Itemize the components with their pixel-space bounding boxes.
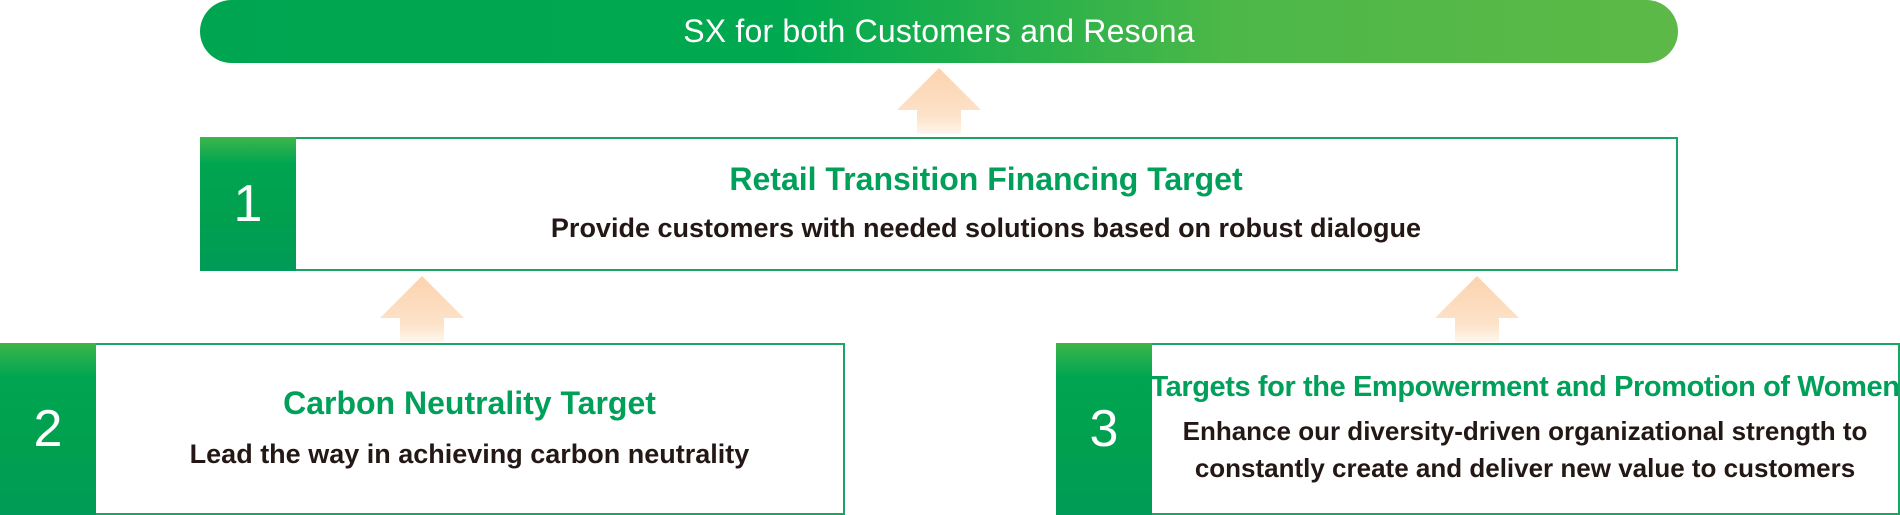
target-content: Targets for the Empowerment and Promotio… [1150, 345, 1900, 513]
target-number: 2 [33, 400, 63, 458]
target-description-line-1: Enhance our diversity-driven organizatio… [1182, 415, 1868, 446]
arrow-up-icon [380, 276, 464, 342]
target-content: Retail Transition Financing Target Provi… [296, 139, 1676, 269]
target-box-retail-transition: 1 Retail Transition Financing Target Pro… [200, 137, 1678, 271]
target-number-tab: 3 [1056, 343, 1152, 515]
target-title: Carbon Neutrality Target [283, 384, 656, 421]
target-number: 1 [233, 175, 263, 233]
target-description: Provide customers with needed solutions … [550, 213, 1422, 244]
target-title: Targets for the Empowerment and Promotio… [1150, 370, 1900, 403]
target-number: 3 [1089, 400, 1119, 458]
target-box-carbon-neutrality: 2 Carbon Neutrality Target Lead the way … [0, 343, 845, 515]
banner-title: SX for both Customers and Resona [683, 13, 1195, 49]
target-description-line-2: constantly create and deliver new value … [1194, 453, 1856, 484]
target-content: Carbon Neutrality Target Lead the way in… [96, 345, 843, 513]
target-number-tab: 2 [0, 343, 96, 515]
arrow-up-icon [1435, 276, 1519, 342]
sx-banner: SX for both Customers and Resona [200, 0, 1678, 63]
target-title: Retail Transition Financing Target [729, 160, 1243, 197]
arrow-up-icon [897, 68, 981, 134]
target-description: Lead the way in achieving carbon neutral… [189, 439, 750, 470]
target-number-tab: 1 [200, 137, 296, 271]
target-box-women-empowerment: 3 Targets for the Empowerment and Promot… [1056, 343, 1900, 515]
